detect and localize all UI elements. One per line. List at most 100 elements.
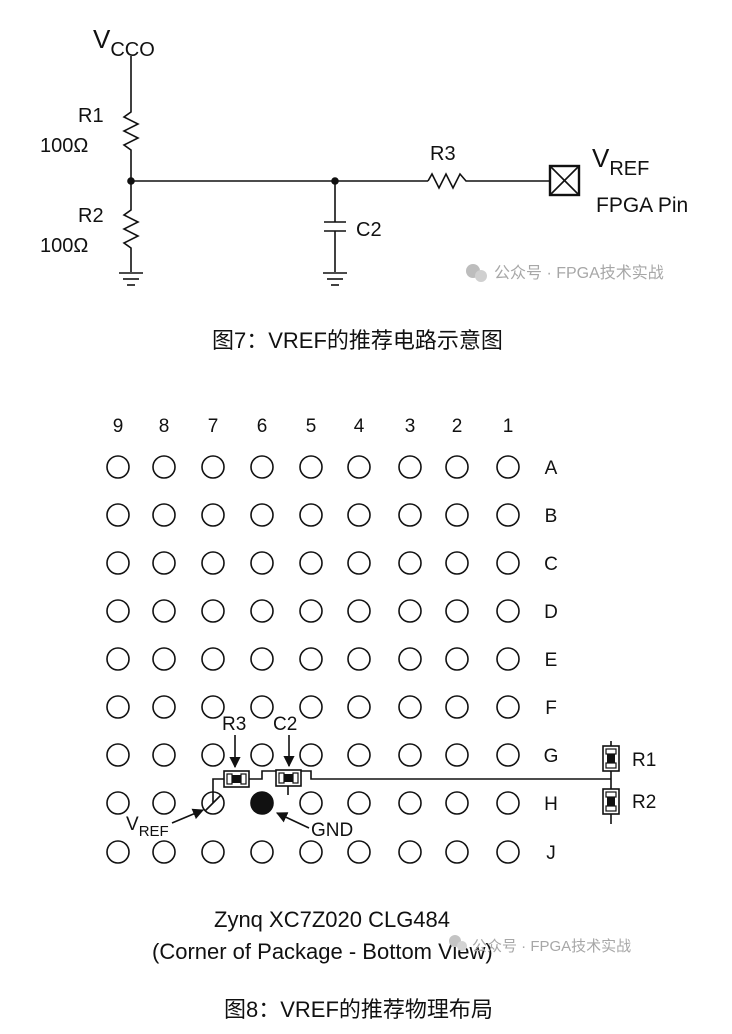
pin-D6 xyxy=(250,599,274,623)
r1-value: 100Ω xyxy=(40,135,88,157)
row-label: G xyxy=(544,746,559,767)
pin-J2 xyxy=(445,840,469,864)
watermark-2: 公众号 · FPGA技术实战 xyxy=(449,935,631,955)
column-label: 6 xyxy=(257,416,268,437)
pin-A5 xyxy=(299,455,323,479)
pin-J5 xyxy=(299,840,323,864)
pin-F2 xyxy=(445,695,469,719)
pin-D9 xyxy=(106,599,130,623)
watermark-1: 公众号 · FPGA技术实战 xyxy=(466,264,664,282)
pin-B8 xyxy=(152,503,176,527)
vref-arrow xyxy=(171,808,205,824)
pin-A7 xyxy=(201,455,225,479)
pin-A4 xyxy=(347,455,371,479)
pin-E9 xyxy=(106,647,130,671)
pin-H2 xyxy=(445,791,469,815)
pin-D7 xyxy=(201,599,225,623)
pin-C9 xyxy=(106,551,130,575)
pin-D8 xyxy=(152,599,176,623)
column-label: 1 xyxy=(503,416,514,437)
pin-F5 xyxy=(299,695,323,719)
pin-F4 xyxy=(347,695,371,719)
pin-G1 xyxy=(496,743,520,767)
svg-text:公众号 · FPGA技术实战: 公众号 · FPGA技术实战 xyxy=(494,264,664,282)
package-subtitle: (Corner of Package - Bottom View) xyxy=(152,939,493,964)
c2-component xyxy=(275,769,302,795)
pin-G8 xyxy=(152,743,176,767)
pin-D2 xyxy=(445,599,469,623)
pin-E1 xyxy=(496,647,520,671)
pin-B9 xyxy=(106,503,130,527)
pin-C5 xyxy=(299,551,323,575)
bga-pins xyxy=(106,455,520,864)
column-label: 9 xyxy=(113,416,124,437)
column-label: 2 xyxy=(452,416,463,437)
fpga-pin-label: FPGA Pin xyxy=(596,194,688,217)
pin-G9 xyxy=(106,743,130,767)
pin-B3 xyxy=(398,503,422,527)
pin-E8 xyxy=(152,647,176,671)
column-label: 8 xyxy=(159,416,170,437)
pin-C6 xyxy=(250,551,274,575)
pin-G5 xyxy=(299,743,323,767)
r1-placement-label: R1 xyxy=(632,750,656,771)
pin-C1 xyxy=(496,551,520,575)
r3-component xyxy=(223,770,250,788)
pin-B5 xyxy=(299,503,323,527)
pin-A6 xyxy=(250,455,274,479)
pin-E6 xyxy=(250,647,274,671)
svg-text:公众号 · FPGA技术实战: 公众号 · FPGA技术实战 xyxy=(472,938,631,955)
pin-J7 xyxy=(201,840,225,864)
figure7-caption: 图7：VREF的推荐电路示意图 xyxy=(212,328,503,353)
pin-D3 xyxy=(398,599,422,623)
pin-G2 xyxy=(445,743,469,767)
pin-H5 xyxy=(299,791,323,815)
r3-resistor xyxy=(427,172,550,190)
pin-C4 xyxy=(347,551,371,575)
r3-placement-label: R3 xyxy=(222,714,246,735)
row-label: B xyxy=(545,506,558,527)
pin-F6 xyxy=(250,695,274,719)
r3-label: R3 xyxy=(430,143,456,165)
ground-symbol-left xyxy=(119,272,143,286)
figure7-schematic: VCCO R1 100Ω R2 100Ω C2 xyxy=(40,24,688,353)
r2-label: R2 xyxy=(78,205,104,227)
vref-pin-label: VREF xyxy=(126,814,169,840)
pin-G3 xyxy=(398,743,422,767)
r2-resistor xyxy=(122,181,140,272)
pin-H1 xyxy=(496,791,520,815)
package-title: Zynq XC7Z020 CLG484 xyxy=(214,907,450,932)
figure8-caption: 图8：VREF的推荐物理布局 xyxy=(224,997,493,1022)
pin-G4 xyxy=(347,743,371,767)
pin-H9 xyxy=(106,791,130,815)
row-label: J xyxy=(546,843,556,864)
pin-A3 xyxy=(398,455,422,479)
pin-B7 xyxy=(201,503,225,527)
pin-E2 xyxy=(445,647,469,671)
pin-J9 xyxy=(106,840,130,864)
pin-B2 xyxy=(445,503,469,527)
gnd-pin xyxy=(251,792,273,814)
pin-J1 xyxy=(496,840,520,864)
fpga-pin-symbol xyxy=(548,164,581,197)
pin-A1 xyxy=(496,455,520,479)
pin-D5 xyxy=(299,599,323,623)
pin-C7 xyxy=(201,551,225,575)
pin-D4 xyxy=(347,599,371,623)
row-label: C xyxy=(544,554,558,575)
column-label: 7 xyxy=(208,416,219,437)
vcco-label: VCCO xyxy=(93,24,155,61)
row-label: E xyxy=(545,650,558,671)
row-label: A xyxy=(545,458,558,479)
row-label: D xyxy=(544,602,558,623)
pin-A9 xyxy=(106,455,130,479)
pin-C2 xyxy=(445,551,469,575)
pin-C3 xyxy=(398,551,422,575)
pin-A8 xyxy=(152,455,176,479)
gnd-label: GND xyxy=(311,820,353,841)
pin-G7 xyxy=(201,743,225,767)
column-label: 3 xyxy=(405,416,416,437)
